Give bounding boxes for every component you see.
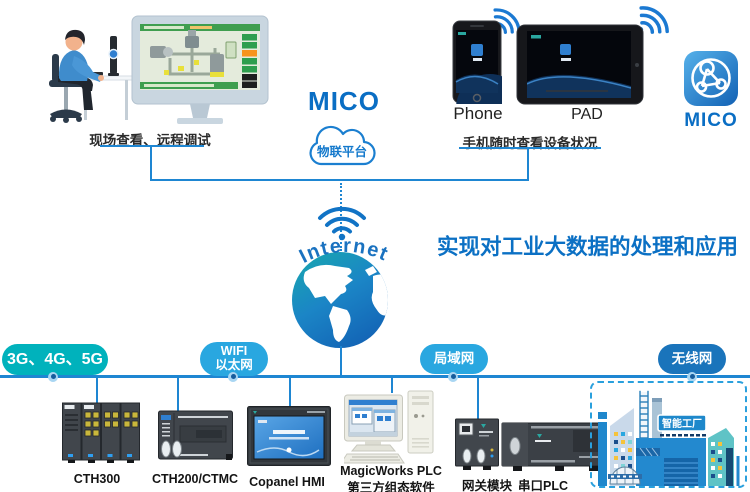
factory-sign	[657, 414, 707, 432]
label-gateway: 网关模块	[461, 479, 512, 492]
scada-buttons	[242, 34, 257, 88]
phone-illustration	[452, 20, 502, 104]
drop-copanel	[289, 378, 291, 408]
magicworks-pc-illustration	[344, 390, 434, 464]
drop-cth300	[96, 378, 98, 404]
pill-cellular: 3G、4G、5G	[2, 344, 108, 375]
pad-illustration	[516, 24, 644, 105]
label-serial-plc: 串口PLC	[517, 479, 568, 492]
cth200-illustration	[158, 410, 233, 460]
internet-wifi-icon	[318, 206, 366, 241]
drop-magicworks	[391, 378, 393, 393]
cloud-icon: 物联平台	[309, 125, 376, 166]
copanel-hmi-illustration	[247, 406, 331, 466]
scada-monitor-illustration	[131, 15, 269, 124]
label-magicworks-sub: 第三方组态软件	[347, 481, 435, 492]
label-magicworks: MagicWorks PLC	[340, 464, 442, 478]
mico-platform-title: MICO	[308, 86, 380, 116]
smart-factory-illustration: 智能工厂	[598, 390, 740, 486]
connector-horizontal	[150, 179, 529, 181]
drop-gateway	[477, 378, 479, 419]
factory-sign-label: 智能工厂	[662, 417, 702, 430]
drop-cth200	[177, 378, 179, 413]
scada-process-diagram	[150, 30, 237, 77]
phone-label: Phone	[453, 104, 503, 123]
connector-left-vertical	[150, 146, 152, 181]
mico-app-label: MICO	[684, 110, 738, 131]
gateway-plc-illustration	[455, 418, 607, 471]
label-cth300: CTH300	[73, 472, 121, 486]
factory-dashed-box	[590, 381, 747, 488]
pill-wifi: WIFI 以太网	[200, 342, 268, 376]
bus-node	[448, 371, 458, 382]
pill-wireless: 无线网	[658, 344, 726, 374]
internet-arc-label: Internet	[296, 235, 392, 268]
pad-label: PAD	[571, 106, 603, 123]
cloud-label: 物联平台	[317, 144, 367, 159]
cth300-illustration	[62, 402, 140, 463]
connector-right-vertical	[527, 148, 529, 181]
internet-globe-icon	[292, 252, 388, 348]
svg-text:Internet: Internet	[296, 235, 392, 268]
caption-underline-right	[459, 147, 601, 149]
workstation-caption: 现场查看、远程调试	[89, 133, 211, 148]
label-cth200: CTH200/CTMC	[151, 472, 239, 486]
operator-workstation-illustration	[49, 29, 133, 123]
network-bus-line	[0, 375, 750, 378]
pill-lan: 局域网	[420, 344, 488, 374]
headline: 实现对工业大数据的处理和应用	[437, 235, 739, 259]
label-copanel: Copanel HMI	[249, 475, 325, 489]
caption-underline-left	[100, 145, 204, 147]
mico-app-icon	[684, 51, 738, 106]
mobile-caption: 手机随时查看设备状况	[462, 136, 598, 151]
bus-node	[228, 371, 238, 382]
bus-node	[687, 371, 697, 382]
connector-globe-to-bus	[340, 346, 342, 376]
bus-node	[48, 371, 58, 382]
